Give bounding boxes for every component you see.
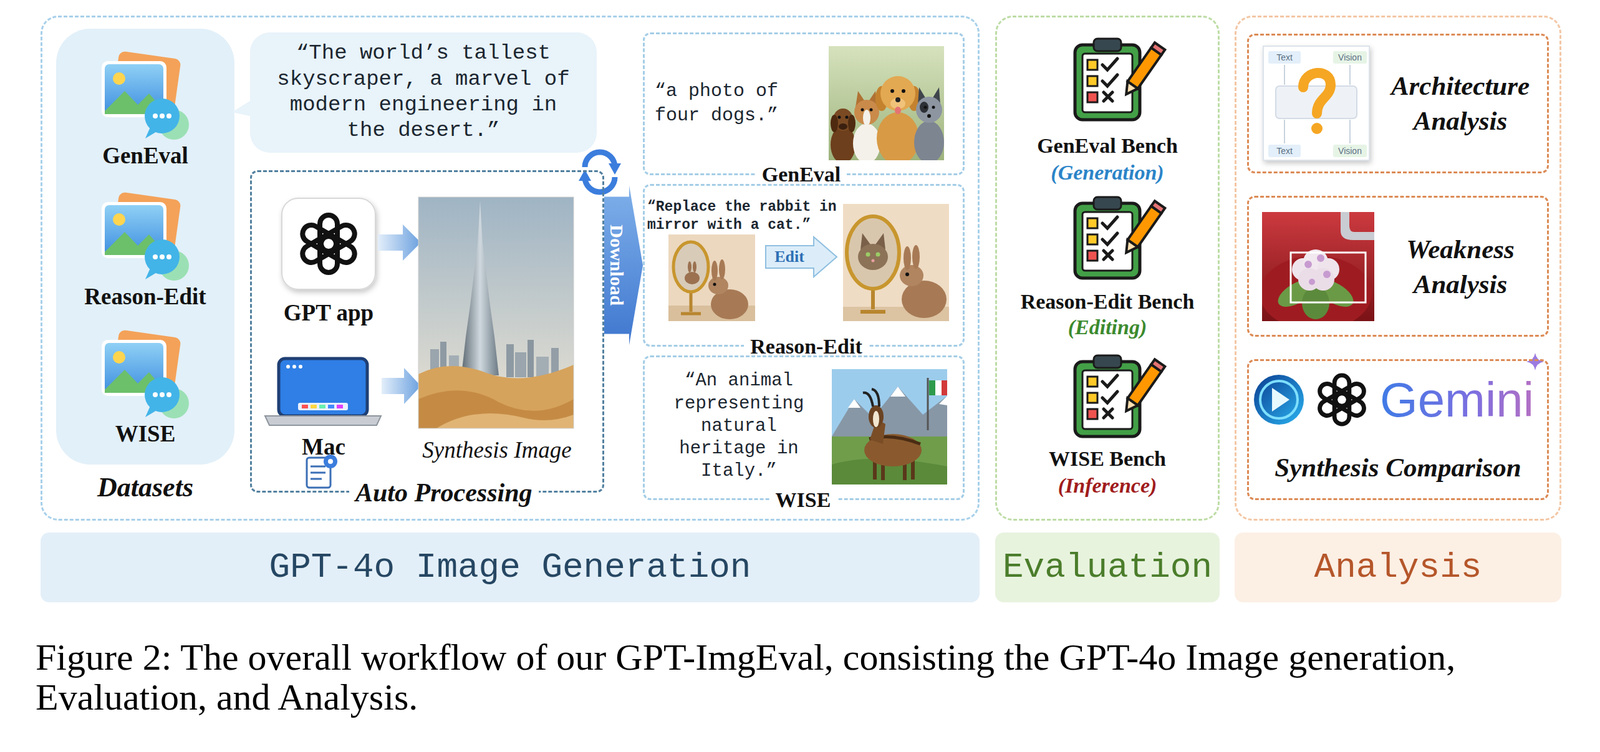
prompt-text: “a photo of four dogs.”: [654, 79, 820, 128]
prompt-bubble: “The world’s tallest skyscraper, a marve…: [250, 32, 597, 153]
band: GPT-4o Image Generation: [40, 532, 980, 603]
text-holder: Text: [1276, 145, 1293, 156]
clipboard-icons: [1074, 38, 1165, 437]
rabbit-mirror-before: [668, 234, 756, 322]
analysis-box: GeminiSynthesis Comparison: [1247, 359, 1549, 501]
band: Analysis: [1234, 532, 1562, 603]
figure-text: Text: [1276, 145, 1293, 156]
prompt-text: “An animal representing natural heritage…: [665, 369, 813, 483]
text-label: WISE Bench: [1048, 446, 1167, 471]
text-label: WISE: [115, 420, 176, 448]
text-holder: Architecture Analysis: [1376, 68, 1545, 139]
text-holder: WISE: [115, 420, 176, 448]
download-arrow: [604, 185, 643, 346]
box-heading: WISE: [769, 487, 838, 512]
figure-caption: Figure 2: The overall workflow of our GP…: [35, 637, 1567, 718]
text-holder: “The world’s tallest skyscraper, a marve…: [267, 40, 580, 145]
gpt-app-icon: [281, 198, 376, 290]
text-label: (Editing): [1068, 314, 1148, 340]
text-holder: GenEval: [755, 162, 848, 187]
text-holder: Download: [576, 254, 658, 277]
script-icon: [306, 454, 338, 488]
mac-icon: [265, 358, 381, 426]
analysis-box: Weakness Analysis: [1247, 195, 1549, 337]
chamois-image: [831, 369, 948, 485]
sample-box: “An animal representing natural heritage…: [642, 355, 965, 501]
evaluation-region: GenEval Bench(Generation) Reason-Edit Ben…: [995, 15, 1220, 521]
prompt-text: “The world’s tallest skyscraper, a marve…: [267, 40, 580, 145]
text-holder: Synthesis Image: [422, 437, 572, 464]
text-label: Synthesis Image: [422, 437, 572, 464]
arrow-label: Download: [606, 224, 628, 306]
text-holder: (Editing): [1068, 314, 1148, 340]
arrow-label: Edit: [774, 247, 805, 267]
text-label: Architecture Analysis: [1376, 68, 1545, 139]
box-heading: Auto Processing: [349, 477, 539, 508]
text-holder: Mac: [301, 433, 346, 461]
sample-box: “a photo of four dogs.”GenEval: [642, 32, 965, 176]
datasets-panel: GenEvalReason-EditWISEDatasets: [56, 28, 235, 465]
workflow-region: GPT-4o Image GenerationGenEvalReason-Edi…: [40, 15, 980, 521]
text-label: GenEval: [102, 142, 189, 170]
text-holder: “An animal representing natural heritage…: [665, 369, 813, 483]
datasets-artwork: [56, 28, 235, 465]
text-holder: Auto Processing: [349, 477, 539, 508]
text-holder: Edit: [774, 247, 805, 267]
synthesis-image: [418, 197, 574, 429]
text-holder: Weakness Analysis: [1376, 231, 1545, 302]
text-holder: GPT app: [283, 299, 374, 327]
figure-text: Vision: [1338, 145, 1362, 156]
text-label: Weakness Analysis: [1376, 231, 1545, 302]
text-holder: GenEval: [102, 142, 189, 170]
text-holder: Vision: [1338, 145, 1362, 156]
band-label: Evaluation: [1002, 547, 1213, 588]
text-holder: Reason-Edit Bench: [1020, 289, 1195, 314]
dogs-image: [828, 46, 945, 165]
figure-text: Vision: [1338, 52, 1362, 63]
architecture-image: [1263, 46, 1370, 161]
band: Evaluation: [995, 532, 1220, 603]
text-label: (Generation): [1050, 160, 1164, 185]
box-heading: GenEval: [755, 162, 848, 187]
text-holder: Text: [1276, 52, 1293, 63]
text-label: Reason-Edit Bench: [1020, 289, 1195, 314]
text-holder: WISE: [769, 487, 838, 512]
prompt-text: “Replace the rabbit in mirror with a cat…: [647, 198, 842, 235]
text-holder: Figure 2: The overall workflow of our GP…: [35, 637, 1567, 718]
text-label: GenEval Bench: [1036, 133, 1178, 158]
text-holder: “a photo of four dogs.”: [654, 79, 820, 128]
text-holder: “Replace the rabbit in mirror with a cat…: [647, 198, 842, 235]
text-holder: GenEval Bench: [1036, 133, 1178, 158]
text-holder: Reason-Edit: [84, 283, 206, 311]
panel-heading: Datasets: [97, 472, 194, 504]
sample-box: “Replace the rabbit in mirror with a cat…: [642, 183, 965, 347]
analysis-region: AnalysisArchitecture AnalysisWeakness An…: [1234, 15, 1562, 521]
text-label: GPT app: [283, 299, 374, 327]
refresh-icon: [578, 152, 622, 193]
band-label: GPT-4o Image Generation: [269, 547, 752, 588]
edit-arrow: [765, 236, 837, 277]
text-label: Mac: [301, 433, 346, 461]
text-holder: WISE Bench: [1048, 446, 1167, 471]
logo-wordmark: Gemini: [1379, 372, 1534, 429]
figure-text: Text: [1276, 52, 1293, 63]
text-label: Reason-Edit: [84, 283, 206, 311]
text-holder: Vision: [1338, 52, 1362, 63]
text-label: Synthesis Comparison: [1274, 452, 1521, 483]
text-holder: (Inference): [1058, 473, 1158, 498]
auto-processing-box: GPT appMacSynthesis ImageAuto Processing: [250, 170, 605, 493]
cauliflower-image: [1259, 212, 1375, 331]
text-holder: Datasets: [97, 472, 194, 504]
text-label: (Inference): [1058, 473, 1158, 498]
text-holder: (Generation): [1050, 160, 1164, 185]
rabbit-mirror-after: [843, 203, 950, 322]
text-holder: Gemini: [1379, 372, 1534, 429]
band-label: Analysis: [1314, 547, 1483, 588]
text-holder: Synthesis Comparison: [1274, 452, 1521, 483]
flow-arrows: [377, 224, 421, 405]
